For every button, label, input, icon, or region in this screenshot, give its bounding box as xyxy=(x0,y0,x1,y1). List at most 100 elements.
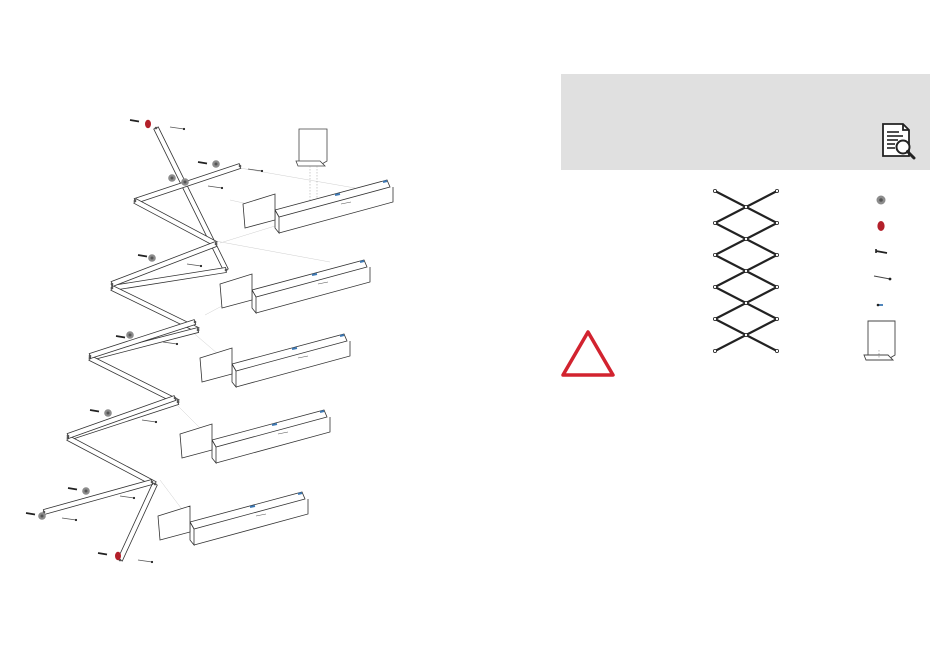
bracket-icon xyxy=(299,129,327,164)
shelf-tray xyxy=(232,334,347,371)
pivot-hole xyxy=(111,283,114,286)
long-bolt-icon xyxy=(256,514,266,516)
shelf xyxy=(200,334,350,387)
shelf-end-plate xyxy=(180,424,212,458)
shelf xyxy=(220,260,370,313)
pivot-hole xyxy=(154,483,157,486)
small-screw-icon xyxy=(877,304,883,307)
pivot-hole xyxy=(713,285,716,288)
shelf-tray xyxy=(190,492,305,529)
long-bolt-icon xyxy=(874,276,891,280)
bracket-icon xyxy=(864,321,895,360)
pivot-hole xyxy=(713,253,716,256)
pivot-hole xyxy=(194,321,197,324)
screw-icon xyxy=(876,249,887,253)
pivot-hole xyxy=(775,285,778,288)
pivot-hole xyxy=(111,287,114,290)
screw-icon xyxy=(116,336,125,338)
long-bolt-icon xyxy=(318,282,328,284)
washer-icon xyxy=(104,409,112,417)
frame-bar xyxy=(89,328,198,361)
frame-bar xyxy=(89,356,179,404)
shelf xyxy=(180,410,330,463)
small-screw-icon xyxy=(320,411,324,412)
pivot-hole xyxy=(67,435,70,438)
red-cap-icon xyxy=(145,120,151,128)
pivot-hole xyxy=(775,221,778,224)
frame-bar xyxy=(67,400,179,441)
washer-icon xyxy=(168,174,176,182)
shelf xyxy=(158,492,308,545)
long-bolt-icon xyxy=(142,420,157,423)
small-screw-icon xyxy=(360,261,364,262)
long-bolt-icon xyxy=(138,560,153,563)
warning-triangle-icon xyxy=(560,328,616,378)
pivot-hole xyxy=(174,397,177,400)
long-bolt-icon xyxy=(62,518,77,521)
screw-icon xyxy=(130,120,139,122)
pivot-hole xyxy=(775,253,778,256)
guide-line xyxy=(210,240,330,262)
small-screw-icon xyxy=(298,493,302,494)
small-screw-icon xyxy=(272,424,277,425)
pivot-hole xyxy=(215,243,218,246)
small-screw-icon xyxy=(292,348,297,349)
shelves xyxy=(158,129,393,545)
shelf-end-plate xyxy=(243,194,275,228)
long-bolt-icon xyxy=(298,356,308,358)
pivot-hole xyxy=(89,355,92,358)
shelf-end-plate xyxy=(200,348,232,382)
red-cap-icon xyxy=(877,221,884,231)
frame-bar xyxy=(154,127,228,271)
long-bolt-icon xyxy=(341,202,351,204)
screw-icon xyxy=(198,162,207,164)
pivot-hole xyxy=(744,301,747,304)
pivot-hole xyxy=(775,189,778,192)
small-screw-icon xyxy=(312,274,317,275)
pivot-hole xyxy=(744,333,747,336)
pivot-hole xyxy=(744,269,747,272)
frame-bar xyxy=(43,480,152,515)
long-bolt-icon xyxy=(170,127,185,130)
header-panel xyxy=(561,74,930,170)
pivot-hole xyxy=(775,317,778,320)
frame-bar xyxy=(89,320,196,359)
frame-bar xyxy=(67,396,176,439)
pivot-hole xyxy=(239,165,242,168)
bracket-base xyxy=(296,161,325,166)
pivot-hole xyxy=(713,349,716,352)
parts-list xyxy=(860,190,910,365)
screw-icon xyxy=(90,410,99,412)
washer-icon xyxy=(877,196,886,205)
long-bolt-icon xyxy=(187,264,202,267)
guide-line xyxy=(240,168,355,188)
shelf-tray xyxy=(212,410,327,447)
screw-icon xyxy=(98,553,107,555)
pivot-hole xyxy=(225,269,228,272)
pivot-hole xyxy=(155,127,158,130)
washer-icon xyxy=(82,487,90,495)
exploded-assembly-diagram xyxy=(0,0,540,657)
small-screw-icon xyxy=(250,506,255,507)
washer-icon xyxy=(126,331,134,339)
pivot-hole xyxy=(177,401,180,404)
pivot-hole xyxy=(134,200,137,203)
pivot-hole xyxy=(713,189,716,192)
washer-icon xyxy=(38,512,46,520)
pivot-hole xyxy=(744,205,747,208)
screw-icon xyxy=(68,488,77,490)
shelf-tray xyxy=(275,180,390,217)
pivot-hole xyxy=(151,481,154,484)
pivot-hole xyxy=(775,349,778,352)
small-screw-icon xyxy=(383,181,387,182)
washer-icon xyxy=(212,160,220,168)
shelf-end-plate xyxy=(220,274,252,308)
pivot-hole xyxy=(744,237,747,240)
washer-icon xyxy=(181,178,189,186)
red-cap-icon xyxy=(115,552,121,560)
pivot-hole xyxy=(713,317,716,320)
screw-icon xyxy=(138,255,147,257)
pivot-hole xyxy=(197,329,200,332)
scissor-frame-preview xyxy=(705,183,795,358)
